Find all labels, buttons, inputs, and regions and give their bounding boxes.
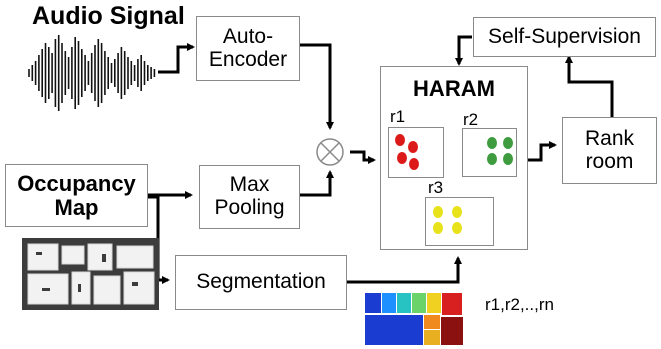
room-box-r3 xyxy=(425,197,494,246)
autoencoder-label-line1: Auto- xyxy=(222,24,274,48)
max-pooling-box: Max Pooling xyxy=(199,165,300,229)
room-label-r1: r1 xyxy=(390,107,406,126)
occupancy-map-thumbnail xyxy=(22,238,159,310)
rank-room-box: Rank room xyxy=(562,117,657,184)
room-r3-dot xyxy=(433,222,443,234)
audio-waveform xyxy=(28,35,156,111)
room-r1-dot xyxy=(409,158,419,170)
max-pooling-label-line1: Max xyxy=(229,173,270,197)
occupancy-label-line2: Map xyxy=(54,194,99,220)
autoencoder-label-line2: Encoder xyxy=(208,47,288,71)
room-r1-dot xyxy=(408,141,418,153)
multiply-node-icon xyxy=(316,138,344,166)
audio-signal-title: Audio Signal xyxy=(32,2,185,30)
rank-room-label-line1: Rank xyxy=(584,126,635,150)
arrow-audio-to-autoencoder xyxy=(158,43,195,74)
arrow-multiply-to-haram xyxy=(350,150,376,164)
autoencoder-box: Auto- Encoder xyxy=(196,16,300,81)
arrow-autoencoder-to-multiply xyxy=(300,43,334,130)
arrow-haram-to-rank xyxy=(528,141,557,162)
room-r2-dot xyxy=(487,137,497,149)
self-supervision-box: Self-Supervision xyxy=(473,17,656,57)
segmentation-box: Segmentation xyxy=(175,255,347,310)
room-r2-dot xyxy=(487,153,497,165)
haram-title: HARAM xyxy=(413,76,495,101)
arrow-segmentation-to-haram xyxy=(347,256,462,284)
self-supervision-label: Self-Supervision xyxy=(488,24,641,48)
occupancy-map-box: Occupancy Map xyxy=(5,164,148,227)
occupancy-label-line1: Occupancy xyxy=(17,170,136,196)
segmentation-label: Segmentation xyxy=(196,270,326,294)
rooms-list-label: r1,r2,..,rn xyxy=(485,295,554,314)
room-label-r3: r3 xyxy=(428,178,444,197)
room-r1-dot xyxy=(395,134,405,146)
room-label-r2: r2 xyxy=(463,110,479,129)
room-r3-dot xyxy=(433,206,443,218)
arrow-maxpool-to-multiply xyxy=(300,170,334,197)
segmented-map-thumbnail xyxy=(361,289,467,349)
room-r2-dot xyxy=(503,153,513,165)
room-r3-dot xyxy=(452,206,462,218)
arrow-rank-to-selfsup xyxy=(565,55,614,117)
room-r3-dot xyxy=(452,222,462,234)
room-box-r1 xyxy=(388,127,444,178)
room-r1-dot xyxy=(397,152,407,164)
max-pooling-label-line2: Pooling xyxy=(214,196,285,219)
rank-room-label-line2: room xyxy=(585,149,634,173)
arrow-selfsup-to-haram xyxy=(455,35,472,66)
room-box-r2 xyxy=(462,128,517,177)
room-r2-dot xyxy=(503,137,513,149)
